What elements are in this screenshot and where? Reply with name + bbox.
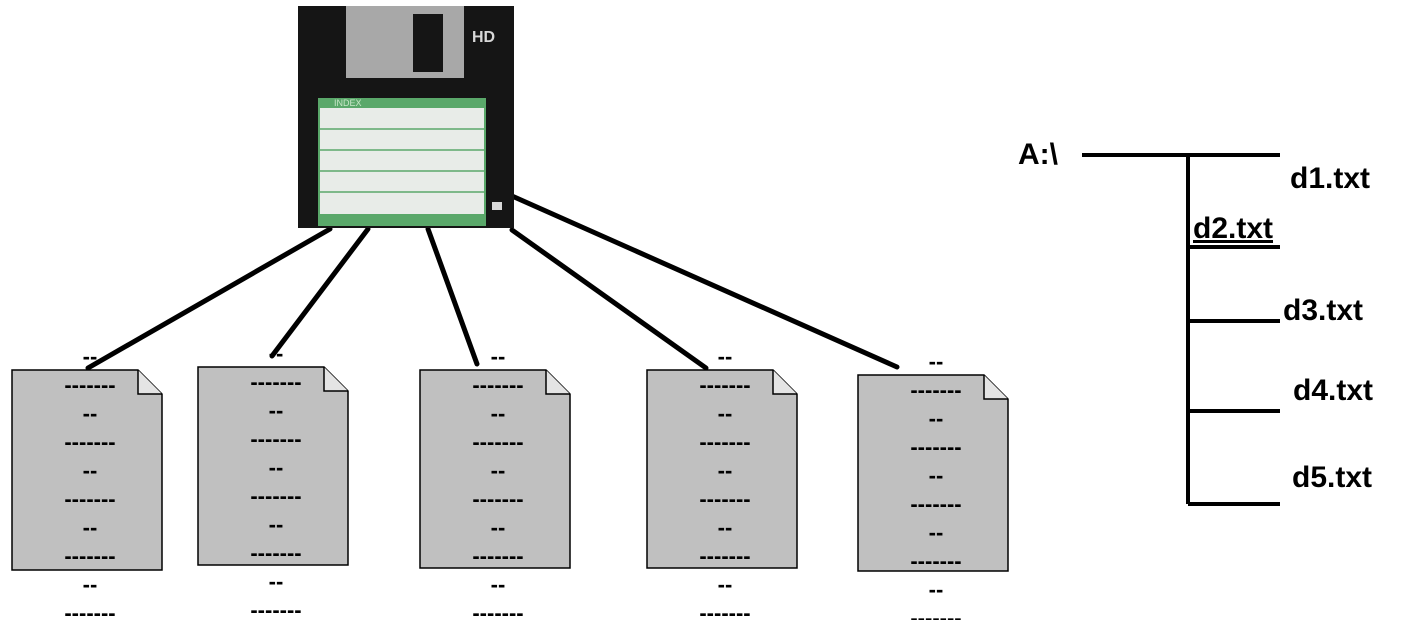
document-text-line: -- [929,577,944,602]
document-text-line: ------- [250,541,301,566]
document-text-line: -- [269,455,284,480]
document-text-line: -- [718,572,733,597]
disk-label-paper [320,108,484,214]
document-text-line: -- [929,349,944,374]
connector-doc-1 [85,226,333,371]
disk-label-rules [320,128,484,193]
document-text-line: ------- [250,370,301,395]
document-text-line: ------- [64,373,115,398]
document-page [419,369,571,569]
document-folded-corner [545,370,570,395]
disk-shutter [346,6,464,78]
document-text-line: -- [269,512,284,537]
document-icon: ----------------------------------------… [419,344,571,620]
document-icon: ----------------------------------------… [857,349,1009,620]
document-page [197,366,349,566]
document-text-line: ------- [699,373,750,398]
document-text-line: -- [83,401,98,426]
document-folded-corner [323,367,348,392]
disk-shutter-window [413,14,443,72]
document-text-line: ------- [250,598,301,620]
directory-tree: A:\ d1.txt d2.txt d3.txt d4.txt d5.txt [1018,138,1373,506]
document-text-line: ------- [472,601,523,620]
document-text-line: -- [718,401,733,426]
document-icon: ----------------------------------------… [11,344,163,620]
document-text-line: ------- [910,492,961,517]
tree-branches [1082,153,1280,506]
document-icon: ----------------------------------------… [646,344,798,620]
disk-connectors [85,193,900,371]
document-text-line: -- [83,458,98,483]
document-text-line: -- [718,458,733,483]
document-text-line: ------- [472,430,523,455]
document-text-line: -- [269,569,284,594]
document-text-line: -- [269,398,284,423]
document-text-line: -- [83,515,98,540]
tree-file-d3: d3.txt [1283,294,1363,327]
tree-file-d4: d4.txt [1293,374,1373,407]
document-text-line: ------- [472,487,523,512]
tree-file-d2: d2.txt [1193,212,1273,245]
document-text-line: ------- [910,549,961,574]
document-text-line: ------- [910,606,961,620]
disk-index-label: INDEX [334,98,362,108]
disk-write-protect [492,202,502,210]
document-text-line: ------- [910,435,961,460]
document-text-line: ------- [64,601,115,620]
connector-doc-3 [425,226,480,367]
document-page [646,369,798,569]
document-folded-corner [137,370,162,395]
document-page [857,374,1009,572]
tree-root-label: A:\ [1018,138,1059,171]
document-text-line: -- [491,572,506,597]
document-text-line: -- [491,344,506,369]
document-text-line: -- [929,520,944,545]
document-text-line: ------- [910,378,961,403]
document-folded-corner [983,375,1008,400]
document-text-line: ------- [250,484,301,509]
floppy-disk-icon: HD INDEX [298,6,514,228]
document-text-line: -- [83,572,98,597]
document-text-line: -- [491,515,506,540]
document-text-line: ------- [699,601,750,620]
document-text-line: ------- [64,487,115,512]
documents: ----------------------------------------… [11,341,1009,620]
document-text-line: -- [929,463,944,488]
document-text-line: -- [269,341,284,366]
document-text-line: ------- [64,544,115,569]
document-text-line: -- [929,406,944,431]
document-text-line: -- [83,344,98,369]
document-text-line: ------- [472,373,523,398]
tree-file-d5: d5.txt [1292,461,1372,494]
document-text-line: -- [491,458,506,483]
connector-doc-4 [509,227,709,371]
document-text-line: -- [491,401,506,426]
document-text-line: ------- [64,430,115,455]
document-icon: ----------------------------------------… [197,341,349,620]
document-text-line: -- [718,344,733,369]
document-page [11,369,163,571]
document-folded-corner [772,370,797,395]
connector-doc-5 [509,193,900,370]
disk-density-label: HD [472,29,495,46]
connector-doc-2 [269,226,371,359]
tree-file-d1: d1.txt [1290,162,1370,195]
document-text-line: ------- [472,544,523,569]
document-text-line: ------- [699,430,750,455]
document-text-line: ------- [699,544,750,569]
document-text-line: ------- [250,427,301,452]
document-text-line: -- [718,515,733,540]
document-text-line: ------- [699,487,750,512]
